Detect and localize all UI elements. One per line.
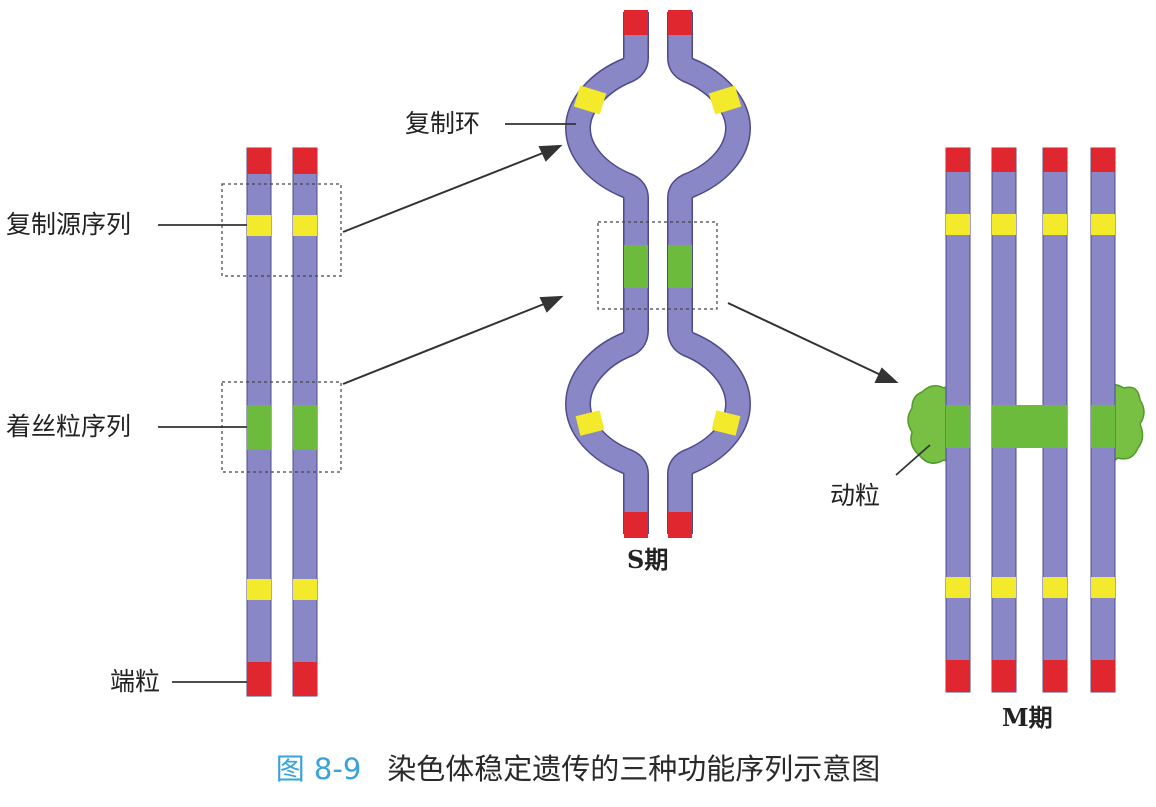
telomere-mark [1091,148,1115,172]
arrow-centromere-to-s-phase [342,301,550,385]
centromere-mark [293,405,317,450]
telomere-label: 端粒 [110,667,161,696]
telomere-mark [668,10,692,35]
arrowhead-icon [874,367,899,383]
telomere-mark [1091,660,1115,692]
origin-mark [711,410,741,436]
origin-highlight-box [221,183,342,277]
leader-lines [158,123,931,683]
telomere-mark [992,148,1016,172]
kinetochore-label: 动粒 [830,481,881,510]
origin-mark [1091,214,1115,235]
figure-caption: 图 8-9 染色体稳定遗传的三种功能序列示意图 [0,755,1156,784]
arrow-s-phase-to-m-phase [727,302,884,377]
kinetochore-leader-line [895,444,931,476]
origin-mark [293,215,317,236]
origin-mark [1091,577,1115,598]
origin-mark [575,410,605,436]
origin-mark [992,214,1016,235]
origin-mark [946,214,970,235]
telomere-mark [992,660,1016,692]
origin-mark [573,85,607,115]
origin-label: 复制源序列 [6,210,132,239]
m-phase-chromosome [907,147,1145,693]
arrow-origin-to-bubble [342,150,549,233]
arrowhead-icon [538,144,563,162]
origin-mark [247,579,271,600]
s-phase-chromosome [565,10,751,538]
telomere-mark [247,148,271,174]
origin-mark [1043,577,1067,598]
telomere-mark [293,148,317,174]
arrowhead-icon [539,295,564,313]
origin-mark [708,85,742,115]
origin-mark [293,579,317,600]
telomere-mark [247,662,271,696]
origin-mark [992,577,1016,598]
origin-mark [247,215,271,236]
centromere-mark [668,245,692,288]
origin-mark [946,577,970,598]
s-phase-label: S期 [627,545,669,574]
figure-number: 图 8-9 [275,752,362,786]
centromere-mark [946,405,970,448]
figure-caption-text: 染色体稳定遗传的三种功能序列示意图 [387,752,881,786]
centromere-highlight-box [597,221,718,310]
centromere-bridge [992,405,1067,448]
telomere-mark [624,512,648,538]
telomere-mark [668,512,692,538]
telomere-mark [946,148,970,172]
arrows [342,144,899,385]
telomere-mark [946,660,970,692]
telomere-mark [1043,148,1067,172]
replication-bubble-label: 复制环 [405,109,481,138]
centromere-mark [1091,405,1115,448]
m-phase-label: M期 [1002,703,1053,732]
telomere-mark [624,10,648,35]
origin-mark [1043,214,1067,235]
centromere-mark [624,245,648,288]
telomere-mark [1043,660,1067,692]
left-chromosome [221,147,342,697]
telomere-mark [293,662,317,696]
centromere-label: 着丝粒序列 [6,412,132,441]
centromere-mark [247,405,271,450]
